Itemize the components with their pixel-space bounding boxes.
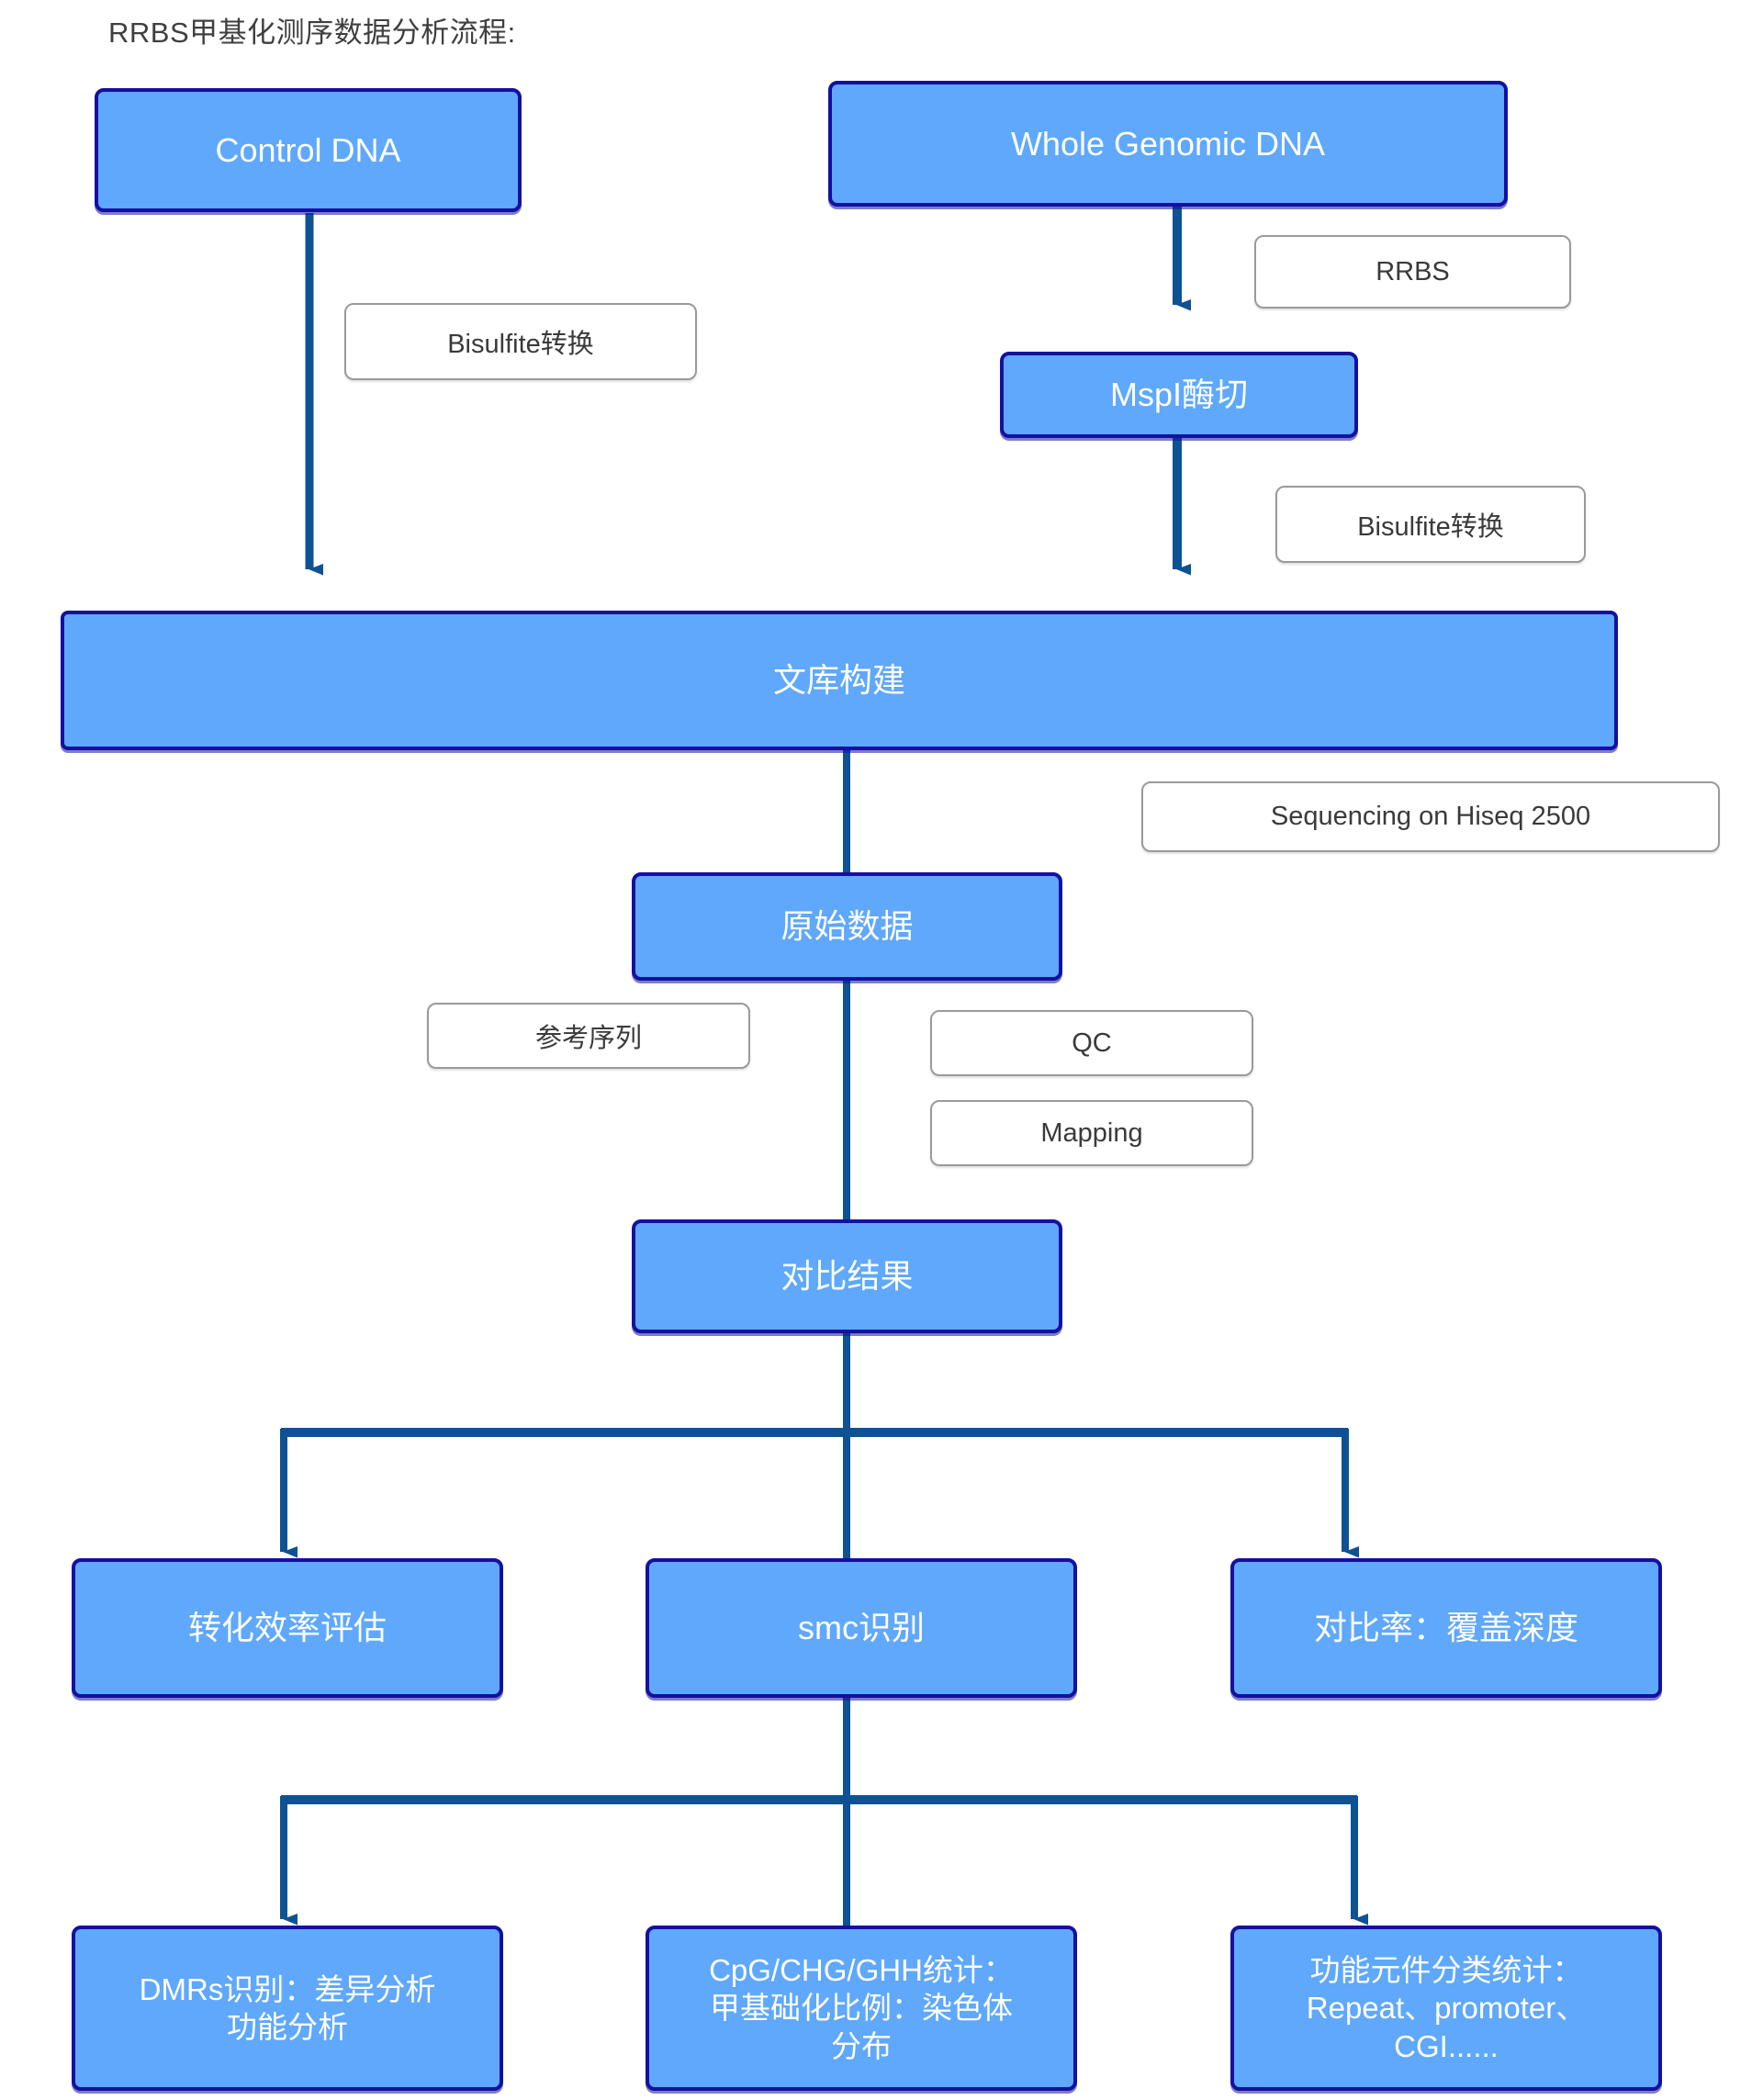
node-mspi-digestion[interactable]: MspI酶切 (1000, 352, 1358, 438)
node-alignment-result[interactable]: 对比结果 (632, 1219, 1062, 1333)
node-functional-elements-line2: Repeat、promoter、 (1306, 1991, 1587, 2026)
node-raw-data[interactable]: 原始数据 (632, 872, 1062, 981)
label-mapping-text: Mapping (1040, 1117, 1143, 1148)
node-control-dna-label: Control DNA (215, 130, 401, 169)
label-reference-sequence-text: 参考序列 (534, 1024, 642, 1053)
node-functional-elements[interactable]: 功能元件分类统计： Repeat、promoter、 CGI...... (1230, 1926, 1662, 2091)
label-reference-sequence: 参考序列 (427, 1003, 750, 1069)
node-raw-data-label: 原始数据 (780, 907, 914, 946)
label-sequencing: Sequencing on Hiseq 2500 (1141, 781, 1720, 852)
node-smc-detection[interactable]: smc识别 (646, 1558, 1077, 1698)
node-context-stats-line1: CpG/CHG/GHH统计： (709, 1953, 1014, 1988)
label-rrbs-text: RRBS (1376, 256, 1450, 286)
node-dmrs[interactable]: DMRs识别：差异分析 功能分析 (72, 1926, 503, 2091)
label-rrbs: RRBS (1254, 235, 1571, 309)
node-conversion-efficiency[interactable]: 转化效率评估 (72, 1558, 503, 1698)
node-smc-detection-label: smc识别 (798, 1609, 925, 1647)
node-mapping-rate-depth[interactable]: 对比率：覆盖深度 (1230, 1558, 1662, 1698)
node-whole-genomic-dna[interactable]: Whole Genomic DNA (828, 81, 1508, 207)
node-dmrs-line2: 功能分析 (227, 2010, 348, 2044)
page-title: RRBS甲基化测序数据分析流程: (108, 17, 516, 49)
node-control-dna[interactable]: Control DNA (95, 88, 522, 212)
node-context-stats-line2: 甲基础化比例：染色体 (710, 1991, 1013, 2026)
node-whole-genomic-dna-label: Whole Genomic DNA (1010, 124, 1326, 163)
node-dmrs-line1: DMRs识别：差异分析 (139, 1971, 436, 2006)
node-functional-elements-line3: CGI...... (1394, 2028, 1499, 2063)
node-mspi-digestion-label: MspI酶切 (1109, 376, 1248, 414)
node-library-construction[interactable]: 文库构建 (61, 611, 1618, 750)
node-conversion-efficiency-label: 转化效率评估 (187, 1609, 387, 1647)
node-functional-elements-line1: 功能元件分类统计： (1309, 1953, 1583, 1988)
node-context-stats[interactable]: CpG/CHG/GHH统计： 甲基础化比例：染色体 分布 (646, 1926, 1077, 2091)
node-mapping-rate-depth-label: 对比率：覆盖深度 (1313, 1609, 1578, 1647)
label-sequencing-text: Sequencing on Hiseq 2500 (1270, 802, 1591, 831)
label-bisulfite-left: Bisulfite转换 (344, 303, 697, 380)
node-alignment-result-label: 对比结果 (780, 1257, 914, 1296)
label-bisulfite-right: Bisulfite转换 (1275, 486, 1586, 563)
label-bisulfite-left-text: Bisulfite转换 (447, 330, 594, 359)
label-bisulfite-right-text: Bisulfite转换 (1357, 512, 1504, 542)
node-library-construction-label: 文库构建 (772, 661, 905, 700)
label-qc: QC (930, 1010, 1253, 1076)
label-mapping: Mapping (930, 1100, 1253, 1166)
label-qc-text: QC (1072, 1028, 1112, 1058)
node-context-stats-line3: 分布 (831, 2028, 892, 2063)
